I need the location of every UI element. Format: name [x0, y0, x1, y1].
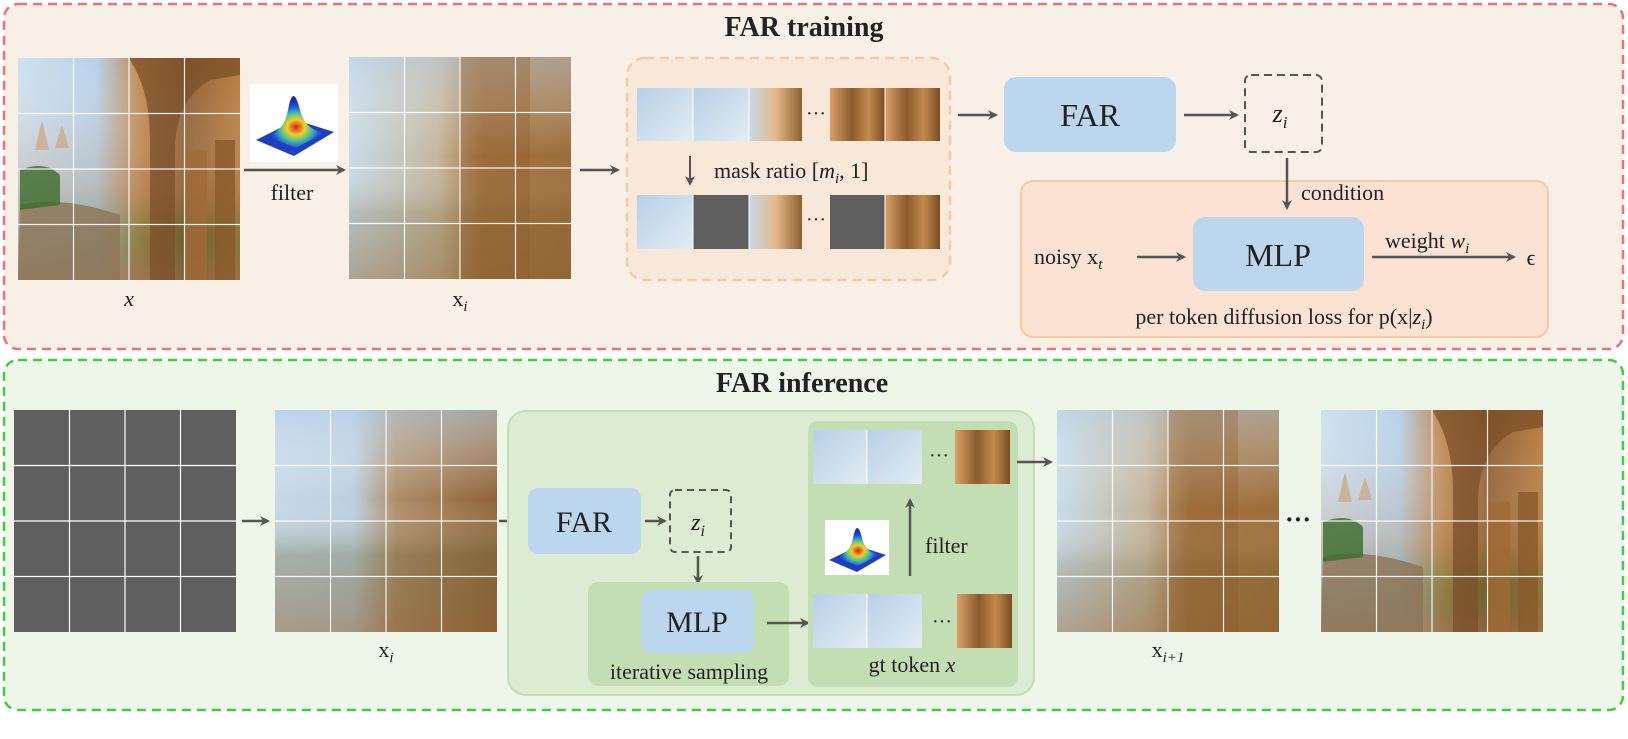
continuation-dots: ···	[1285, 505, 1311, 534]
token-ellipsis-top: ···	[806, 103, 826, 125]
z-label-inference: zi	[690, 510, 705, 540]
epsilon-label: ϵ	[1527, 245, 1536, 270]
training-title: FAR training	[725, 12, 884, 43]
inference-xi-label: xi	[378, 637, 393, 666]
far-box-training	[1004, 77, 1176, 152]
training-xi-label: xi	[452, 286, 467, 315]
training-grid-x	[18, 58, 240, 280]
gaussian-filter-icon-inference	[825, 520, 889, 575]
mlp-label-inference: MLP	[666, 606, 728, 639]
far-box-inference	[528, 488, 641, 554]
far-label-training: FAR	[1060, 97, 1121, 133]
mlp-box-training	[1193, 217, 1364, 291]
token-row-gt	[813, 594, 1012, 648]
token-row-full	[637, 88, 940, 141]
loss-label: per token diffusion loss for p(x|zi)	[1135, 304, 1432, 333]
training-x-label: x	[123, 286, 134, 311]
token-ellipsis-gt: ···	[932, 611, 952, 633]
token-row-filtered	[813, 430, 1010, 484]
token-ellipsis-bottom: ···	[806, 209, 826, 231]
iterative-sampling-label: iterative sampling	[610, 659, 768, 684]
mlp-label-training: MLP	[1245, 237, 1311, 273]
masked-image-grid	[14, 410, 236, 632]
mask-ratio-label: mask ratio [mi, 1]	[714, 158, 868, 187]
training-grid-xi	[349, 57, 571, 279]
token-row-masked	[637, 195, 940, 249]
z-box-inference	[669, 489, 732, 553]
token-ellipsis-filtered: ···	[929, 445, 949, 467]
weight-label: weight wi	[1385, 228, 1469, 257]
inference-grid-xnext	[1057, 410, 1279, 632]
gt-token-label: gt token x	[869, 652, 956, 677]
condition-label: condition	[1301, 180, 1384, 205]
inference-xnext-label: xi+1	[1152, 637, 1185, 666]
mlp-box-inference	[641, 590, 754, 653]
z-label-training: zi	[1272, 99, 1288, 132]
noisy-label: noisy xt	[1034, 244, 1103, 273]
inference-grid-final	[1321, 410, 1543, 632]
far-label-inference: FAR	[556, 506, 612, 539]
gaussian-filter-icon	[250, 84, 338, 162]
inference-grid-xi	[275, 410, 497, 632]
inference-title: FAR inference	[716, 368, 888, 399]
inference-filter-label: filter	[925, 533, 968, 558]
z-box-training	[1244, 74, 1323, 153]
training-filter-label: filter	[271, 180, 314, 205]
